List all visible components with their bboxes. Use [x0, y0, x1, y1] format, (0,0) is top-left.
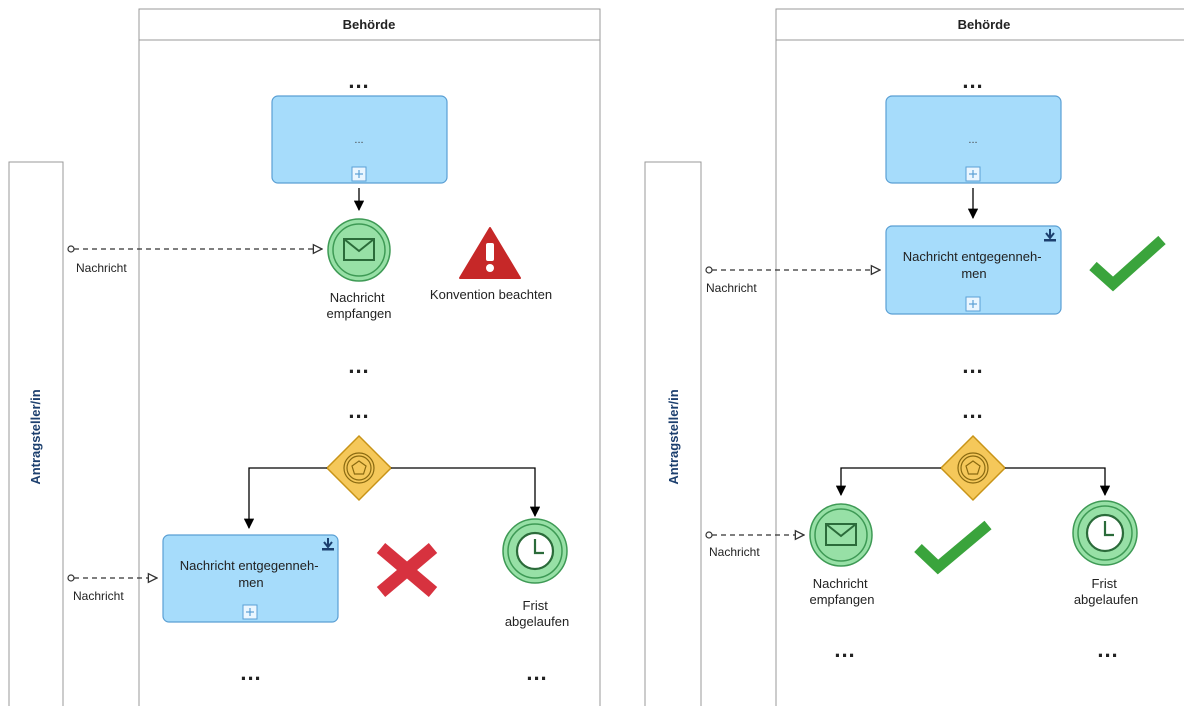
right-receive-task[interactable]: Nachricht entgegenneh- men: [885, 225, 1062, 315]
right-mid-ellipsis-2: ...: [962, 398, 983, 423]
pentagon-icon: [965, 460, 981, 475]
right-bottom-ellipsis-2: ...: [1097, 637, 1118, 662]
green-check-icon: [1089, 235, 1166, 292]
left-bottom-ellipsis-1: ...: [240, 660, 261, 685]
right-message-event-label: Nachricht empfangen: [809, 576, 874, 607]
left-authority-lane-title: Behörde: [343, 17, 396, 32]
right-applicant-pool: [644, 161, 702, 706]
right-message-catch-event[interactable]: [809, 503, 873, 567]
collapsed-subprocess-marker-icon: [242, 604, 258, 620]
left-message-catch-event[interactable]: [327, 218, 391, 282]
right-authority-lane-title: Behörde: [958, 17, 1011, 32]
right-upper-message-label: Nachricht: [706, 281, 757, 295]
left-diagram: Antragsteller/in Behörde ... ...: [8, 8, 601, 706]
right-applicant-pool-label: Antragsteller/in: [666, 389, 681, 484]
warning-triangle-icon: [459, 227, 521, 279]
right-gateway-flow-right: [1005, 467, 1111, 497]
pentagon-icon: [351, 460, 367, 475]
red-cross-icon: [376, 543, 438, 597]
right-timer-label: Frist abgelaufen: [1074, 576, 1138, 607]
left-top-task-label: ...: [354, 134, 363, 146]
right-event-based-gateway[interactable]: [939, 434, 1007, 502]
left-upper-message-label: Nachricht: [76, 261, 127, 275]
download-icon: [1044, 229, 1056, 242]
download-icon: [322, 538, 334, 551]
collapsed-subprocess-marker-icon: [351, 166, 367, 182]
left-top-ellipsis: ...: [348, 68, 369, 93]
left-mid-ellipsis-1: ...: [348, 353, 369, 378]
collapsed-subprocess-marker-icon: [965, 166, 981, 182]
left-event-based-gateway[interactable]: [325, 434, 393, 502]
right-top-subprocess-task[interactable]: ...: [885, 95, 1062, 184]
left-top-subprocess-task[interactable]: ...: [271, 95, 448, 184]
right-bottom-ellipsis-1: ...: [834, 637, 855, 662]
left-gateway-flow-right: [391, 467, 541, 518]
right-receive-task-label: Nachricht entgegenneh- men: [903, 249, 1045, 281]
left-receive-task-label: Nachricht entgegenneh- men: [180, 558, 322, 590]
right-diagram: Antragsteller/in Behörde ... ... Nachric…: [644, 8, 1184, 706]
left-mid-ellipsis-2: ...: [348, 398, 369, 423]
right-mid-ellipsis-1: ...: [962, 353, 983, 378]
green-check-icon: [914, 520, 992, 575]
right-timer-event[interactable]: [1072, 500, 1138, 566]
left-applicant-pool: [8, 161, 64, 706]
left-lower-message-label: Nachricht: [73, 589, 124, 603]
collapsed-subprocess-marker-icon: [965, 296, 981, 312]
clock-icon: [1085, 513, 1125, 553]
left-timer-label: Frist abgelaufen: [505, 598, 569, 629]
left-gateway-flow-left: [243, 467, 327, 530]
left-warning-label: Konvention beachten: [430, 287, 552, 302]
left-timer-event[interactable]: [502, 518, 568, 584]
envelope-icon: [825, 523, 857, 546]
left-message-event-label: Nachricht empfangen: [326, 290, 391, 321]
right-gateway-flow-left: [835, 467, 941, 497]
right-top-task-label: ...: [968, 134, 977, 146]
envelope-icon: [343, 238, 375, 261]
right-top-ellipsis: ...: [962, 68, 983, 93]
left-receive-task[interactable]: Nachricht entgegenneh- men: [162, 534, 339, 623]
right-lower-message-label: Nachricht: [709, 545, 760, 559]
left-applicant-pool-label: Antragsteller/in: [28, 389, 43, 484]
clock-icon: [515, 531, 555, 571]
left-bottom-ellipsis-2: ...: [526, 660, 547, 685]
